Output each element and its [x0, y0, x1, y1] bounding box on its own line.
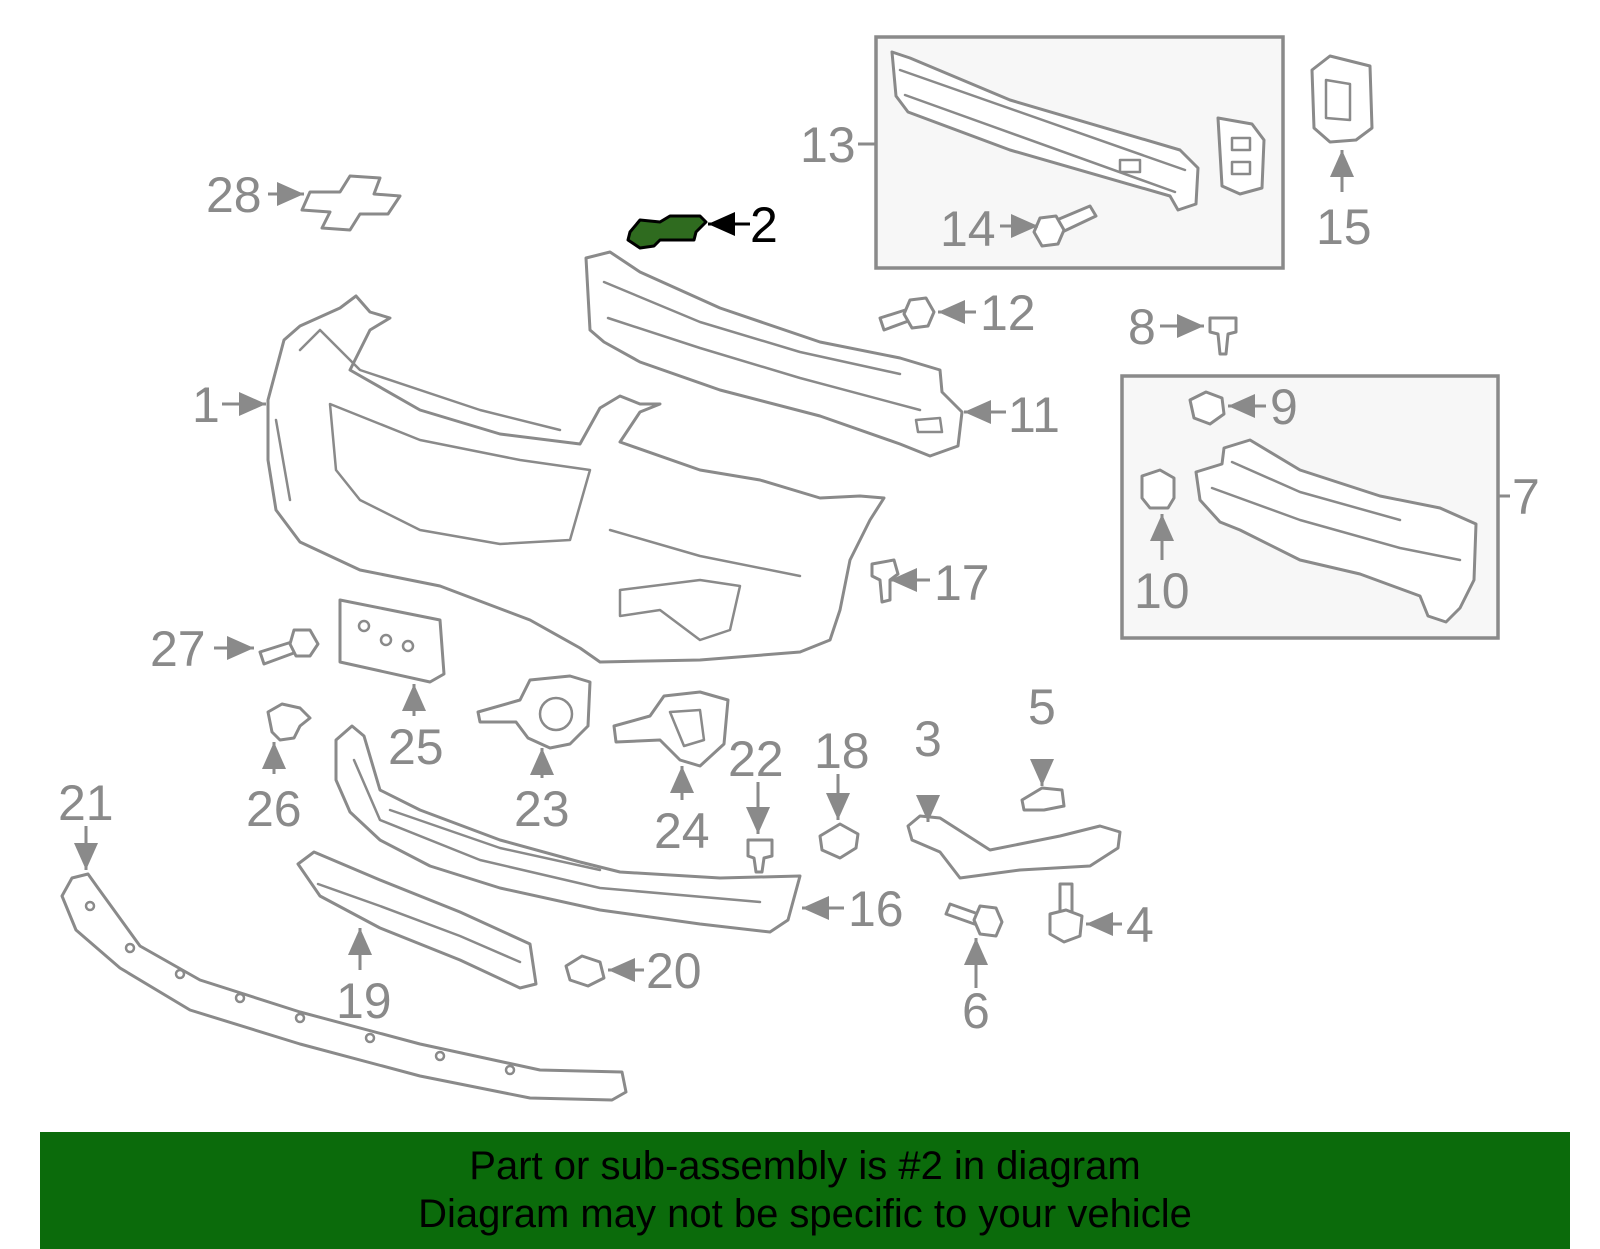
part-12-bolt[interactable]: [878, 296, 936, 332]
callout-5: 5: [1028, 679, 1056, 735]
callout-28: 28: [206, 167, 262, 223]
callout-20: 20: [646, 943, 702, 999]
part-5-clip[interactable]: [1020, 786, 1066, 812]
callout-1: 1: [192, 377, 220, 433]
callout-16: 16: [848, 881, 904, 937]
callout-9: 9: [1270, 379, 1298, 435]
callout-2: 2: [750, 197, 778, 253]
part-21-air-dam[interactable]: [60, 872, 628, 1102]
part-14-bolt[interactable]: [1032, 204, 1098, 248]
callout-23: 23: [514, 781, 570, 837]
callout-26: 26: [246, 781, 302, 837]
part-16-lower-grille[interactable]: [334, 724, 802, 934]
part-28-emblem[interactable]: [300, 174, 402, 232]
banner-line-2: Diagram may not be specific to your vehi…: [418, 1192, 1192, 1236]
parts-diagram: 1 2 3 4 5 6 7 8 9 10 11 12 13 14 15 16 1…: [58, 35, 1540, 1102]
callout-3: 3: [914, 711, 942, 767]
callout-14: 14: [940, 201, 996, 257]
banner-line-1: Part or sub-assembly is #2 in diagram: [469, 1144, 1141, 1188]
callout-10: 10: [1134, 563, 1190, 619]
part-26-clip[interactable]: [266, 702, 312, 742]
callout-17: 17: [934, 555, 990, 611]
callout-19: 19: [336, 973, 392, 1029]
part-27-screw[interactable]: [258, 628, 320, 666]
part-6-bolt[interactable]: [944, 902, 1004, 938]
part-3-bracket[interactable]: [906, 814, 1122, 880]
callout-4: 4: [1126, 897, 1154, 953]
part-4-stud[interactable]: [1048, 882, 1084, 944]
part-15-bracket[interactable]: [1310, 54, 1374, 144]
info-banner: Part or sub-assembly is #2 in diagram Di…: [40, 1132, 1570, 1249]
part-24-fog-bezel[interactable]: [612, 690, 730, 768]
callout-7: 7: [1512, 469, 1540, 525]
part-25-plate-bracket[interactable]: [338, 598, 446, 684]
callout-22: 22: [728, 731, 784, 787]
part-18-retainer[interactable]: [818, 822, 860, 860]
callout-25: 25: [388, 719, 444, 775]
part-1-bumper-cover[interactable]: [266, 294, 886, 664]
callout-11: 11: [1008, 387, 1060, 443]
part-20-clip[interactable]: [564, 954, 606, 988]
leader-arrows: [74, 142, 1510, 988]
part-11-grille-support[interactable]: [584, 250, 964, 458]
callout-27: 27: [150, 621, 206, 677]
part-19-deflector[interactable]: [296, 850, 538, 990]
callout-18: 18: [814, 723, 870, 779]
part-23-fog-bezel[interactable]: [476, 674, 592, 750]
callout-12: 12: [980, 285, 1036, 341]
callout-15: 15: [1316, 199, 1372, 255]
callout-13: 13: [800, 117, 856, 173]
part-13-reinforcement[interactable]: [890, 50, 1266, 212]
part-9-nut[interactable]: [1188, 390, 1226, 426]
callout-8: 8: [1128, 299, 1156, 355]
callout-6: 6: [962, 983, 990, 1039]
callout-21: 21: [58, 775, 114, 831]
callout-24: 24: [654, 803, 710, 859]
part-8-pin[interactable]: [1208, 316, 1238, 356]
part-2-highlighted[interactable]: [626, 214, 708, 250]
part-22-clip[interactable]: [746, 838, 774, 874]
callout-labels: 1 2 3 4 5 6 7 8 9 10 11 12 13 14 15 16 1…: [58, 117, 1540, 1039]
part-10-stop[interactable]: [1140, 468, 1176, 510]
part-7-absorber[interactable]: [1194, 438, 1478, 624]
